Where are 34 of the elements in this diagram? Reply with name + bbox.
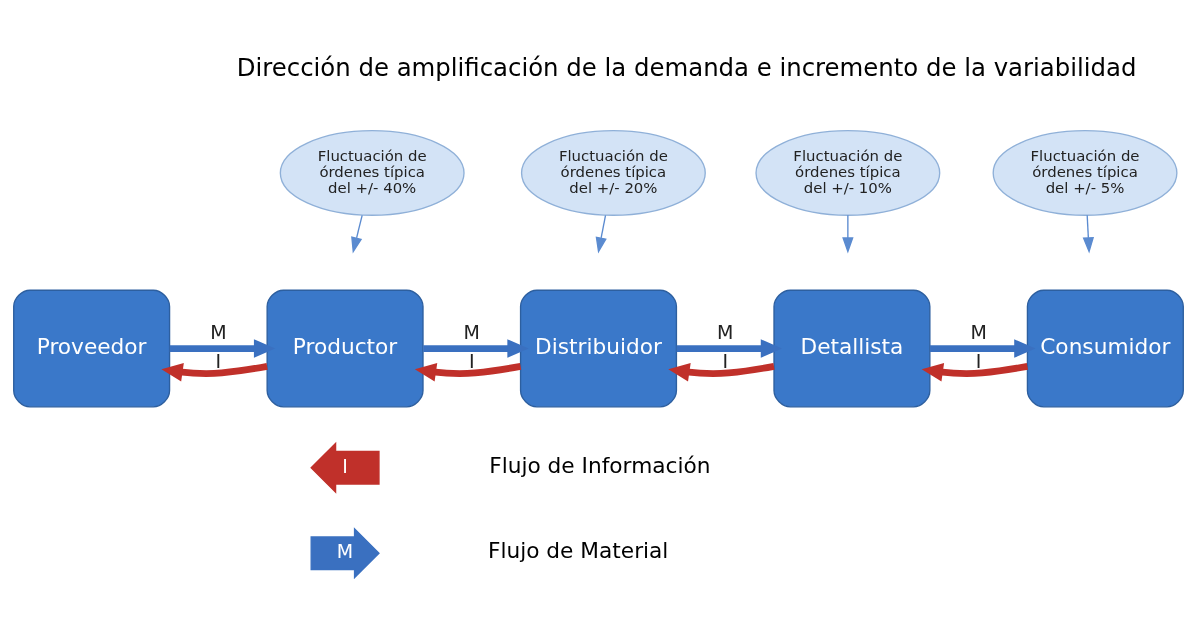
edge-label: M bbox=[210, 320, 227, 343]
arrow bbox=[423, 338, 529, 358]
arrow bbox=[676, 338, 783, 358]
node-box: Detallista bbox=[773, 289, 931, 407]
arrow bbox=[1082, 214, 1095, 254]
legend-label: Flujo de Material bbox=[487, 537, 669, 563]
node-ellipse: Fluctuación de órdenes típica del +/- 5% bbox=[992, 129, 1178, 216]
node-box: Productor bbox=[266, 289, 424, 407]
node-box: Proveedor bbox=[13, 289, 171, 407]
label: I bbox=[342, 454, 348, 477]
arrow bbox=[169, 338, 276, 358]
node-ellipse: Fluctuación de órdenes típica del +/- 10% bbox=[755, 129, 941, 216]
arrow bbox=[595, 214, 607, 254]
edge-label: I bbox=[215, 349, 222, 372]
node-box: Consumidor bbox=[1026, 289, 1184, 407]
edge-label: M bbox=[463, 320, 480, 343]
edge-label: M bbox=[970, 320, 987, 343]
node-ellipse: Fluctuación de órdenes típica del +/- 20% bbox=[520, 129, 706, 216]
legend-label: Flujo de Información bbox=[489, 452, 711, 478]
edge-label: I bbox=[468, 349, 475, 372]
arrow bbox=[921, 362, 1028, 382]
label: Dirección de amplificación de la demanda e incremento de la variabilidad bbox=[236, 52, 1137, 82]
arrow bbox=[161, 362, 268, 382]
edge-label: I bbox=[975, 349, 982, 372]
node-ellipse: Fluctuación de órdenes típica del +/- 40% bbox=[279, 129, 465, 216]
arrow bbox=[930, 338, 1036, 358]
arrow bbox=[668, 362, 775, 382]
arrow bbox=[414, 362, 522, 382]
edge-label: I bbox=[722, 349, 729, 372]
edge-label: M bbox=[717, 320, 734, 343]
node-box: Distribuidor bbox=[519, 289, 678, 407]
arrow bbox=[842, 214, 854, 254]
arrow bbox=[351, 214, 363, 253]
label: M bbox=[336, 539, 354, 562]
